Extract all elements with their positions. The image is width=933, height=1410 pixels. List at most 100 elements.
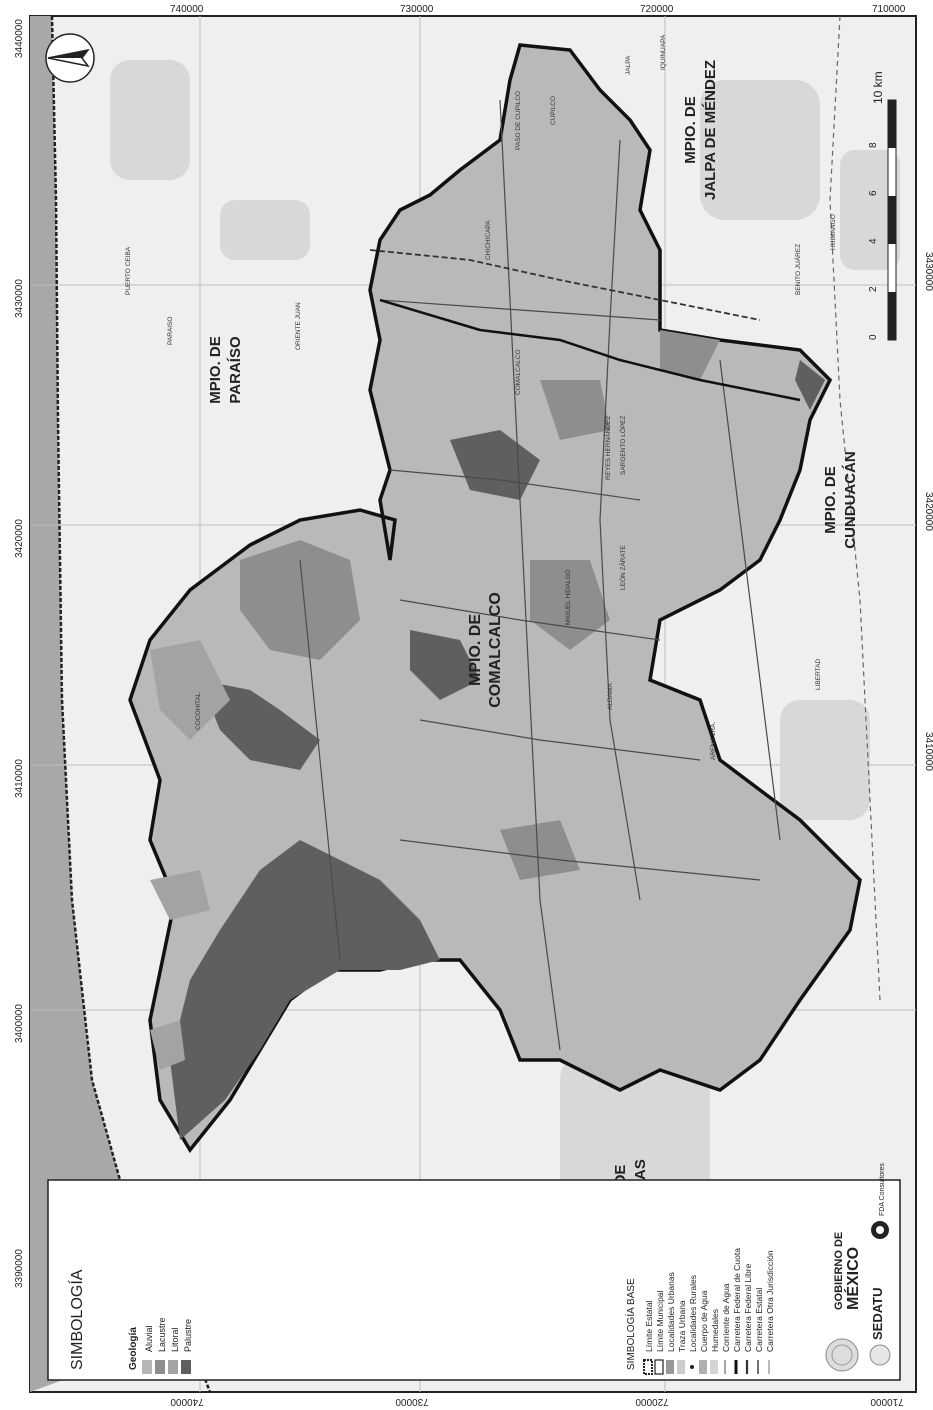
logo-mexico: MÉXICO (843, 1247, 862, 1310)
coord-labels-right: 3430000 3420000 3410000 (923, 252, 933, 771)
coastline (50, 15, 212, 1393)
svg-text:Cuerpo de Agua: Cuerpo de Agua (699, 1290, 709, 1352)
place-sargento: SARGENTO LÓPEZ (618, 415, 627, 475)
coord-left-6: 3390000 (14, 1249, 25, 1288)
coord-labels-left: 3440000 3430000 3420000 3410000 3400000 … (14, 19, 25, 1288)
coord-left-3: 3420000 (14, 519, 25, 558)
geology-item-palustre: Palustre (181, 1319, 193, 1374)
coord-bottom-1: 740000 (170, 1396, 204, 1407)
municipality-labels: MPIO. DE COMALCALCO MPIO. DE PARAÍSO MPI… (207, 60, 859, 1191)
base-item-limite-estatal: Límite Estatal (643, 1300, 654, 1375)
svg-text:Litoral: Litoral (170, 1327, 180, 1352)
place-iquinuapa: IQUINUAPA (660, 34, 667, 70)
svg-text:Humedales: Humedales (710, 1309, 720, 1352)
base-item-limite-municipal: Límite Municipal (654, 1290, 665, 1375)
svg-text:Límite Municipal: Límite Municipal (655, 1290, 665, 1352)
place-paso-cupilco: PASO DE CUPILCO (515, 91, 522, 150)
logo-sedatu: SEDATU (870, 1288, 885, 1340)
sea-area (30, 16, 200, 1392)
sedatu-logo-icon (869, 1344, 891, 1366)
place-leon-zarate: LEÓN ZÁRATE (618, 545, 627, 590)
coord-bottom-4: 710000 (870, 1396, 904, 1407)
base-item-cuerpo-agua: Cuerpo de Agua (699, 1290, 709, 1374)
scale-tick-10: 10 km (871, 71, 885, 104)
label-paraiso-2: PARAÍSO (227, 336, 244, 404)
base-item-carretera-estatal: Carretera Estatal (754, 1288, 764, 1374)
base-heading: SIMBOLOGÍA BASE (624, 1278, 637, 1370)
mexico-seal-icon (825, 1338, 859, 1372)
geology-heading: Geología (128, 1327, 139, 1370)
coord-top-3: 720000 (640, 4, 674, 15)
base-symbols: Límite Estatal Límite Municipal Localida… (643, 1248, 775, 1375)
place-chichicapa: CHICHICAPA (485, 220, 492, 260)
legend-title: SIMBOLOGÍA (67, 1269, 86, 1370)
logo-consultant: FDA Consultores (879, 1163, 886, 1216)
place-cocohital: COCOHITAL (195, 692, 202, 730)
base-item-traza-urbana: Traza Urbana (677, 1300, 687, 1374)
svg-text:Límite Estatal: Límite Estatal (644, 1300, 654, 1352)
geology-item-litoral: Litoral (168, 1327, 180, 1374)
label-comalcalco-2: COMALCALCO (487, 592, 504, 708)
base-item-localidades-rurales: Localidades Rurales (688, 1275, 698, 1369)
scale-tick-0: 0 (868, 334, 879, 340)
svg-text:Carretera Otra Jurisdicción: Carretera Otra Jurisdicción (765, 1250, 775, 1352)
scale-tick-2: 2 (868, 286, 879, 292)
place-comalcalco: COMALCALCO (515, 349, 522, 395)
svg-text:Corriente de Agua: Corriente de Agua (721, 1283, 731, 1352)
coord-bottom-2: 730000 (395, 1396, 429, 1407)
svg-text:Palustre: Palustre (183, 1319, 193, 1352)
label-cunduacan-1: MPIO. DE (822, 466, 839, 534)
base-item-corriente-agua: Corriente de Agua (721, 1283, 731, 1374)
place-huimango: HUIMANGO (830, 214, 837, 250)
scale-tick-6: 6 (868, 190, 879, 196)
svg-text:Localidades Urbanas: Localidades Urbanas (666, 1272, 676, 1352)
svg-text:Lacustre: Lacustre (157, 1317, 167, 1352)
geology-item-aluvial: Aluvial (142, 1325, 154, 1374)
base-item-localidades-urbanas: Localidades Urbanas (666, 1272, 676, 1374)
litoral-zones (150, 640, 230, 1070)
label-jalpa-2: JALPA DE MÉNDEZ (702, 60, 719, 200)
logo-gobierno: GOBIERNO DE (833, 1232, 845, 1310)
svg-text:Localidades Rurales: Localidades Rurales (688, 1275, 698, 1352)
coord-labels-bottom: 740000 730000 720000 710000 (170, 1396, 904, 1407)
label-cunduacan-2: CUNDUACÁN (842, 451, 859, 549)
label-jalpa-1: MPIO. DE (682, 96, 699, 164)
place-benito: BENITO JUÁREZ (793, 244, 802, 295)
scale-tick-8: 8 (868, 142, 879, 148)
place-aldama: ALDAMA (607, 683, 614, 710)
label-comalcalco-1: MPIO. DE (467, 614, 484, 686)
geology-item-lacustre: Lacustre (155, 1317, 167, 1374)
coord-right-2: 3420000 (923, 492, 933, 531)
place-jalpa: JALPA (625, 55, 632, 75)
coord-left-1: 3440000 (14, 19, 25, 58)
coord-top-2: 730000 (400, 4, 434, 15)
base-item-carretera-libre: Carretera Federal Libre (743, 1263, 753, 1374)
base-item-carretera-cuota: Carretera Federal de Cuota (732, 1248, 742, 1374)
place-miguel-hidalgo: MIGUEL HIDALGO (565, 569, 572, 625)
svg-text:Carretera Estatal: Carretera Estatal (754, 1288, 764, 1352)
scale-bar: 0 2 4 6 8 10 km (868, 71, 897, 341)
coord-bottom-3: 720000 (635, 1396, 669, 1407)
coord-labels-top: 740000 730000 720000 710000 (170, 4, 906, 15)
place-paraiso-town: PARAISO (167, 317, 174, 345)
north-arrow-icon (45, 33, 95, 83)
legend-panel: SIMBOLOGÍA Geología Aluvial Lacustre Lit… (47, 1163, 901, 1381)
coord-left-5: 3400000 (14, 1004, 25, 1043)
scale-tick-4: 4 (868, 238, 879, 244)
consultant-logo-icon (871, 1221, 889, 1239)
road-network (299, 99, 781, 1051)
coord-top-4: 710000 (872, 4, 906, 15)
svg-text:Carretera Federal Libre: Carretera Federal Libre (743, 1263, 753, 1352)
federal-highway (379, 298, 801, 402)
place-cupilco: CUPILCO (550, 96, 557, 125)
lacustre-zones (240, 330, 720, 880)
place-labels: PUERTO CEIBA PARAISO ORIENTE JUAN COMALC… (125, 34, 837, 760)
base-item-humedales: Humedales (710, 1309, 720, 1374)
coord-left-2: 3430000 (14, 279, 25, 318)
label-paraiso-1: MPIO. DE (207, 336, 224, 404)
coord-right-3: 3410000 (923, 732, 933, 771)
coord-right-1: 3430000 (923, 252, 933, 291)
place-arena: ARENA 1RA. (710, 722, 717, 760)
place-oriente: ORIENTE JUAN (295, 302, 302, 350)
